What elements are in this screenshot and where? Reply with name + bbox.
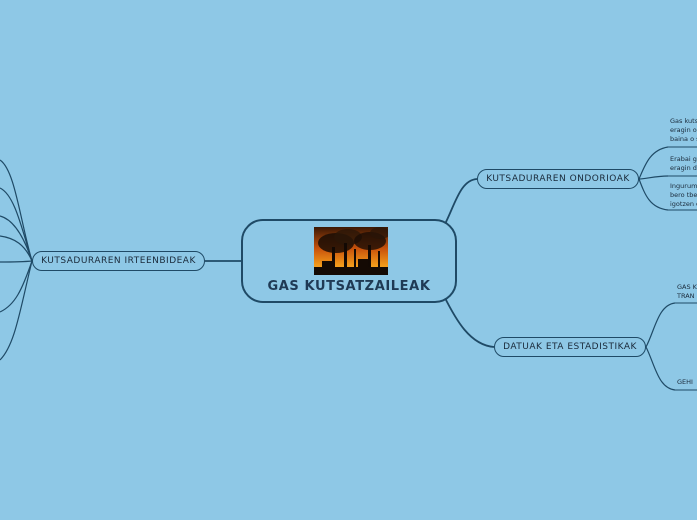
connector-ondorioak-to-leaf-2 bbox=[638, 175, 669, 180]
topic-datuak-eta-estadistikak[interactable]: DATUAK ETA ESTADISTIKAK bbox=[494, 337, 646, 357]
leaf-line: igotzen d bbox=[670, 200, 697, 208]
connector-central-to-datuak bbox=[443, 295, 495, 348]
leaf-line: baina o s bbox=[670, 135, 697, 143]
connector-ondorioak-to-leaf-1 bbox=[638, 146, 669, 180]
leaf-line: Ingurum bbox=[670, 182, 697, 190]
subtopic-datuak-1[interactable]: GAS K TRAN bbox=[677, 283, 697, 301]
leaf-line: Erabai g bbox=[670, 155, 697, 163]
central-topic-node[interactable]: GAS KUTSATZAILEAK bbox=[241, 219, 457, 303]
leaf-line: TRAN bbox=[677, 292, 695, 300]
leaf-line: eragin d bbox=[670, 164, 697, 172]
connector-datuak-to-leaf-1 bbox=[645, 302, 676, 348]
leaf-line: Gas kuts bbox=[670, 117, 697, 125]
subtopic-ondorioak-1[interactable]: Gas kuts eragin o baina o s bbox=[670, 117, 697, 144]
connector-irteenbideak-branch-2 bbox=[0, 187, 33, 262]
connector-irteenbideak-branch-3 bbox=[0, 215, 33, 262]
pollution-image bbox=[314, 227, 388, 275]
leaf-line: bero tbe bbox=[670, 191, 697, 199]
connector-irteenbideak-branch-4 bbox=[0, 235, 33, 262]
subtopic-ondorioak-2[interactable]: Erabai g eragin d bbox=[670, 155, 697, 173]
connector-irteenbideak-branch-6 bbox=[0, 260, 33, 313]
topic-label: KUTSADURAREN IRTEENBIDEAK bbox=[41, 256, 196, 266]
leaf-line: eragin o bbox=[670, 126, 697, 134]
central-title: GAS KUTSATZAILEAK bbox=[267, 279, 431, 294]
connector-datuak-to-leaf-2 bbox=[645, 346, 676, 391]
connector-irteenbideak-branch-7 bbox=[0, 260, 33, 361]
topic-kutsaduraren-ondorioak[interactable]: KUTSADURAREN ONDORIOAK bbox=[477, 169, 639, 189]
connector-irteenbideak-branch-5 bbox=[0, 260, 33, 263]
subtopic-ondorioak-3[interactable]: Ingurum bero tbe igotzen d bbox=[670, 182, 697, 209]
topic-label: DATUAK ETA ESTADISTIKAK bbox=[503, 342, 637, 352]
connector-ondorioak-to-leaf-3 bbox=[638, 178, 669, 211]
leaf-line: GAS K bbox=[677, 283, 697, 291]
connector-central-to-ondorioak bbox=[443, 178, 478, 227]
topic-kutsaduraren-irteenbideak[interactable]: KUTSADURAREN IRTEENBIDEAK bbox=[32, 251, 205, 271]
subtopic-datuak-2[interactable]: GEHI bbox=[677, 378, 693, 387]
leaf-line: GEHI bbox=[677, 378, 693, 386]
topic-label: KUTSADURAREN ONDORIOAK bbox=[486, 174, 630, 184]
